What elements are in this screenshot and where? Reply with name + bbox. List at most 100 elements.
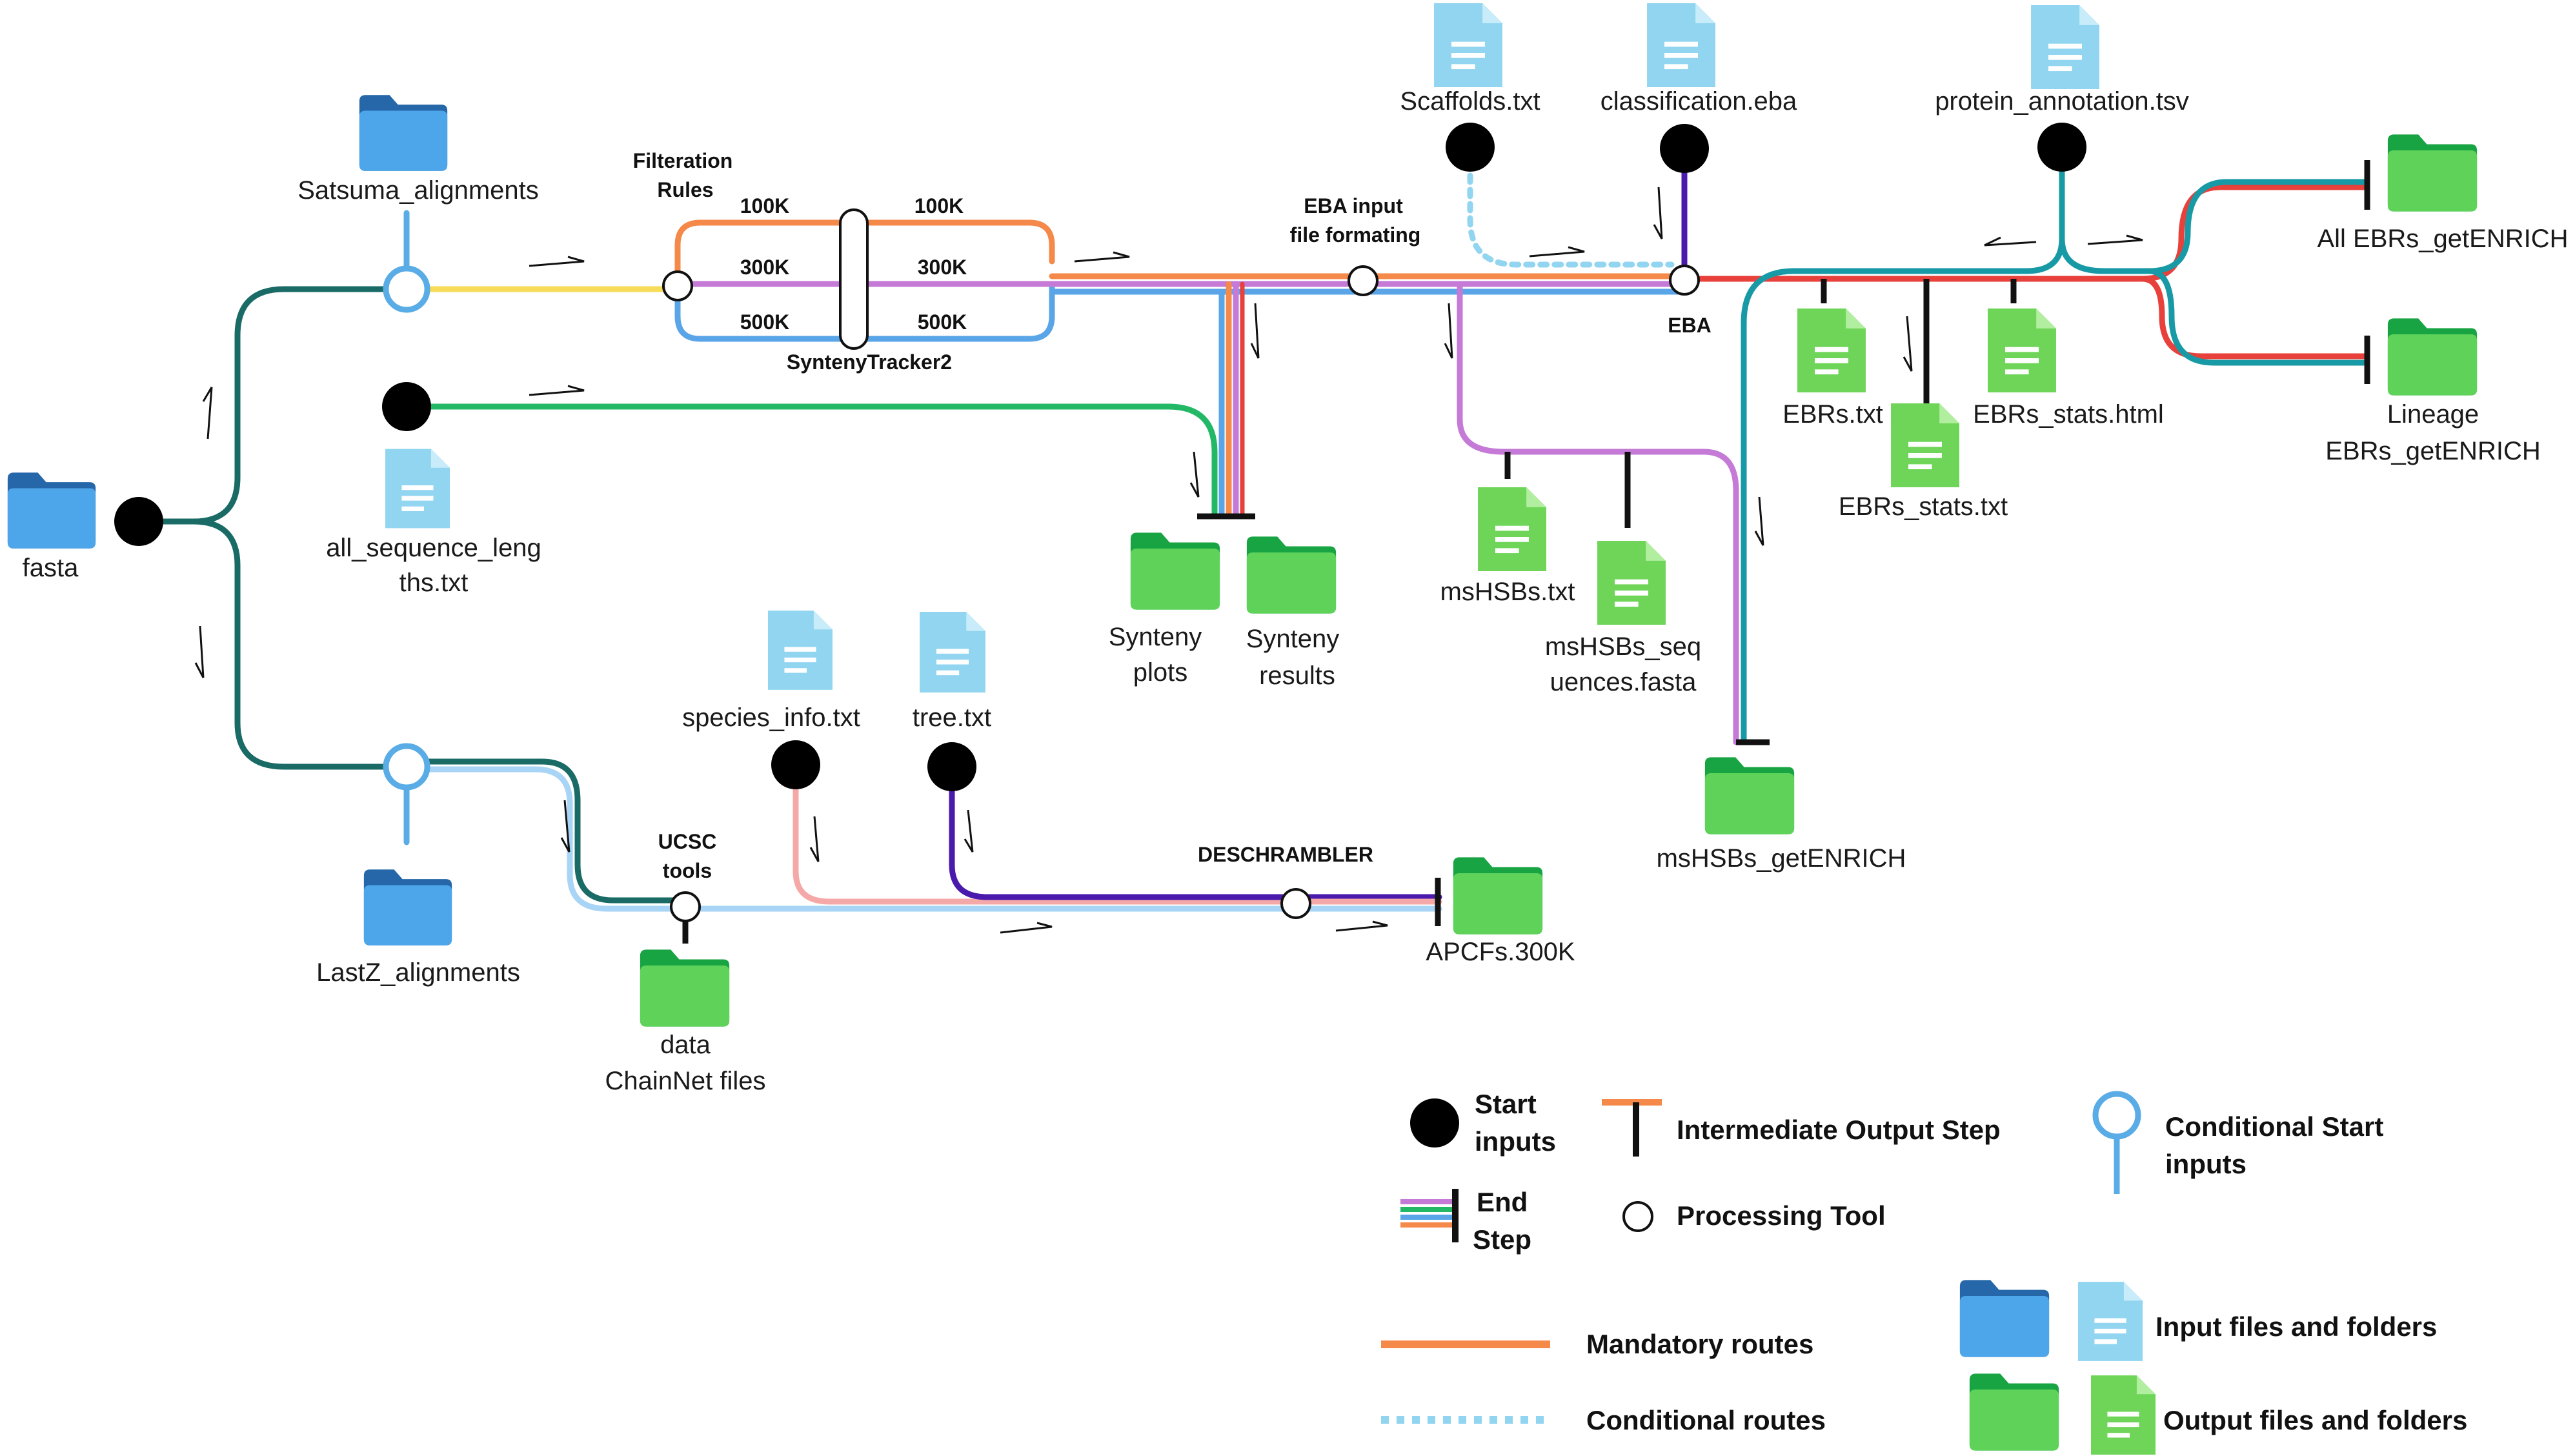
start-input-fasta [114, 497, 163, 546]
legend-start-2: inputs [1475, 1126, 1556, 1157]
file-icon-ebrs-stats-html [1988, 308, 2056, 392]
arrow-icon [1984, 236, 2037, 247]
output-stems [682, 160, 2370, 944]
label-satsuma: Satsuma_alignments [298, 176, 539, 205]
label-all-sequence-2: ths.txt [399, 569, 469, 597]
file-icon-mshsbs-txt [1478, 487, 1546, 571]
start-input-classification [1660, 124, 1709, 173]
arrow-icon [1189, 451, 1200, 498]
label-data-1: data [660, 1031, 711, 1059]
legend-end-marker [1400, 1189, 1459, 1242]
flow-arrows [194, 187, 2143, 934]
route-lastz-pale [419, 766, 1442, 912]
label-filteration-2: Rules [657, 178, 713, 201]
arrow-icon [1250, 303, 1260, 359]
label-500k-right: 500K [918, 310, 967, 334]
legend-input-folder-icon [1959, 1280, 2050, 1357]
start-input-tree [927, 742, 976, 791]
route-green [403, 403, 1218, 520]
label-ebrs-txt: EBRs.txt [1782, 400, 1883, 429]
label-eba-input-1: EBA input [1304, 194, 1403, 217]
arrow-icon [1529, 246, 1585, 258]
legend-end-2: Step [1473, 1224, 1531, 1255]
route-purple-mshsbs [1457, 281, 1739, 745]
arrow-icon [1074, 251, 1130, 263]
label-300k-right: 300K [918, 256, 967, 279]
file-icon-ebrs-txt [1797, 308, 1866, 392]
label-100k-left: 100K [740, 194, 790, 217]
label-fasta: fasta [23, 554, 79, 582]
route-lines [136, 144, 2368, 912]
legend-processing: Processing Tool [1677, 1200, 1886, 1231]
legend-start-marker [1410, 1098, 1459, 1148]
label-ebrs-stats-html: EBRs_stats.html [1973, 400, 2164, 429]
label-synteny-results-2: results [1259, 662, 1335, 690]
label-mshsbs-getenrich: msHSBs_getENRICH [1657, 844, 1906, 873]
folder-icon-mshsbs-getenrich [1704, 757, 1795, 834]
legend-input-file-icon [2078, 1282, 2143, 1361]
label-100k-right: 100K [914, 194, 964, 217]
route-species [793, 762, 1294, 905]
start-input-protein [2037, 123, 2086, 172]
start-input-all-sequence [382, 382, 431, 431]
route-scaffolds [1467, 144, 1675, 268]
tool-eba [1669, 265, 1700, 296]
label-scaffolds: Scaffolds.txt [1400, 87, 1540, 116]
label-ucsc-2: tools [663, 859, 712, 882]
arrow-icon [560, 800, 571, 853]
file-icon-species [768, 611, 833, 690]
label-synteny-results-1: Synteny [1246, 625, 1340, 653]
arrow-icon [964, 809, 974, 853]
folder-icon-synteny-results [1246, 536, 1337, 614]
folder-icon-all-ebrs [2387, 134, 2478, 212]
label-synteny-plots-1: Synteny [1109, 623, 1202, 651]
label-protein: protein_annotation.tsv [1935, 87, 2189, 116]
route-teal-all [2059, 179, 2368, 274]
arrow-icon [809, 816, 820, 862]
file-icon-classification [1647, 3, 1715, 87]
arrow-icon [1903, 316, 1913, 372]
route-fasta-lastz [190, 518, 410, 770]
label-lineage-1: Lineage [2387, 400, 2479, 429]
folder-icon-apcfs [1453, 857, 1543, 935]
label-eba-input-2: file formating [1290, 223, 1421, 247]
tool-eba-input [1348, 265, 1378, 296]
folder-icon-lineage [2387, 318, 2478, 396]
legend-conditional-routes: Conditional routes [1586, 1405, 1826, 1435]
label-species: species_info.txt [682, 703, 860, 732]
label-lineage-2: EBRs_getENRICH [2325, 437, 2540, 465]
label-ebrs-stats-txt: EBRs_stats.txt [1839, 492, 2008, 521]
route-red [1682, 184, 2368, 282]
legend-intermediate: Intermediate Output Step [1677, 1115, 2001, 1145]
label-data-2: ChainNet files [605, 1067, 765, 1095]
label-eba: EBA [1668, 314, 1712, 337]
route-tree [949, 763, 1442, 900]
arrow-icon [202, 387, 213, 440]
folder-icon-data-chainnet [640, 949, 730, 1027]
conditional-input-lastz [383, 743, 430, 791]
label-synteny-tracker: SyntenyTracker2 [787, 350, 952, 374]
label-300k-left: 300K [740, 256, 790, 279]
route-teal-lineage [2146, 268, 2368, 366]
label-tree: tree.txt [913, 703, 991, 732]
legend-output-file-icon [2091, 1375, 2156, 1455]
legend-processing-marker [1622, 1201, 1653, 1232]
legend-mandatory: Mandatory routes [1586, 1329, 1813, 1359]
legend-input-files: Input files and folders [2156, 1311, 2437, 1342]
file-icon-ebrs-stats-txt [1891, 403, 1959, 487]
legend-intermediate-marker [1602, 1099, 1662, 1157]
arrow-icon [194, 625, 205, 678]
tool-deschrambler [1280, 888, 1311, 919]
file-icon-all-sequence [385, 449, 450, 529]
file-icon-mshsbs-seq [1597, 541, 1666, 625]
legend-conditional-marker [2092, 1091, 2141, 1194]
legend: Start inputs Intermediate Output Step Co… [1381, 1089, 2467, 1455]
label-mshsbs-txt: msHSBs.txt [1440, 578, 1575, 606]
label-lastz: LastZ_alignments [316, 958, 520, 987]
arrow-icon [529, 385, 585, 396]
route-teal-protein [1741, 145, 2065, 745]
legend-conditional-1: Conditional Start [2165, 1111, 2383, 1142]
folder-icon-fasta [7, 472, 96, 549]
label-mshsbs-seq-2: uences.fasta [1550, 668, 1697, 696]
legend-end-1: End [1477, 1187, 1528, 1217]
